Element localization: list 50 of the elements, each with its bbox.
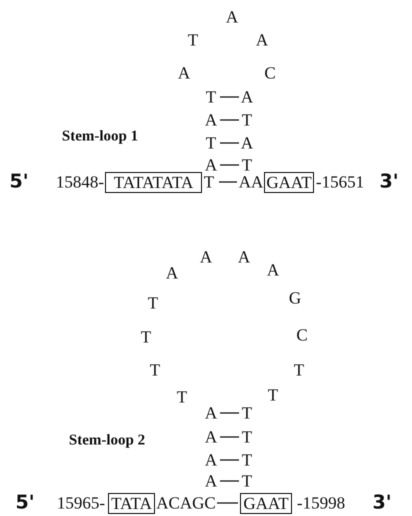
sequence-text: T: [268, 386, 278, 404]
sequence-text: AA: [238, 174, 264, 190]
sequence-text: T: [242, 428, 252, 446]
sequence-text: T: [242, 156, 252, 174]
sequence-text: A: [240, 88, 254, 106]
sequence-text: A: [204, 428, 218, 446]
strand-end-label: 3': [379, 172, 399, 192]
sequence-text: T: [206, 88, 216, 106]
sequence-text: T: [204, 174, 214, 190]
sequence-text: A: [240, 134, 254, 152]
sequence-text: -15651: [316, 174, 364, 190]
sequence-text: A: [166, 264, 178, 282]
sequence-text: T: [294, 362, 304, 378]
sequence-text: C: [264, 64, 276, 82]
sequence-text: 15965-: [56, 494, 106, 512]
sequence-text: T: [188, 32, 198, 48]
sequence-text: ACAGC: [156, 494, 216, 512]
sequence-text: A: [266, 262, 280, 278]
sequence-text: A: [204, 112, 218, 128]
sequence-text: T: [242, 452, 252, 468]
sequence-text: T: [206, 134, 216, 152]
sequence-text: A: [204, 156, 218, 174]
boxed-sequence: TATA: [108, 493, 155, 514]
sequence-text: 15848-: [56, 174, 104, 190]
strand-end-label: 5': [15, 494, 35, 512]
structure-title: Stem-loop 1: [62, 130, 138, 144]
sequence-text: -15998: [296, 494, 346, 512]
strand-end-label: 5': [9, 172, 29, 192]
sequence-text: A: [204, 452, 218, 468]
sequence-text: A: [226, 8, 238, 26]
sequence-text: T: [242, 404, 252, 422]
sequence-text: A: [238, 248, 250, 266]
structure-title: Stem-loop 2: [68, 434, 146, 448]
sequence-text: T: [148, 294, 158, 312]
sequence-text: A: [204, 404, 218, 422]
sequence-text: T: [140, 328, 152, 346]
sequence-text: A: [178, 64, 190, 82]
sequence-text: A: [200, 248, 212, 266]
boxed-sequence: GAAT: [264, 172, 314, 193]
sequence-text: A: [256, 32, 268, 48]
sequence-text: T: [242, 112, 252, 128]
boxed-sequence: GAAT: [240, 493, 292, 514]
sequence-text: T: [176, 388, 188, 406]
sequence-text: C: [296, 326, 308, 344]
sequence-text: T: [242, 472, 252, 490]
strand-end-label: 3': [372, 494, 392, 512]
boxed-sequence: TATATATA: [105, 172, 202, 193]
sequence-text: A: [204, 472, 218, 490]
sequence-text: G: [288, 290, 302, 306]
sequence-text: T: [150, 362, 160, 378]
